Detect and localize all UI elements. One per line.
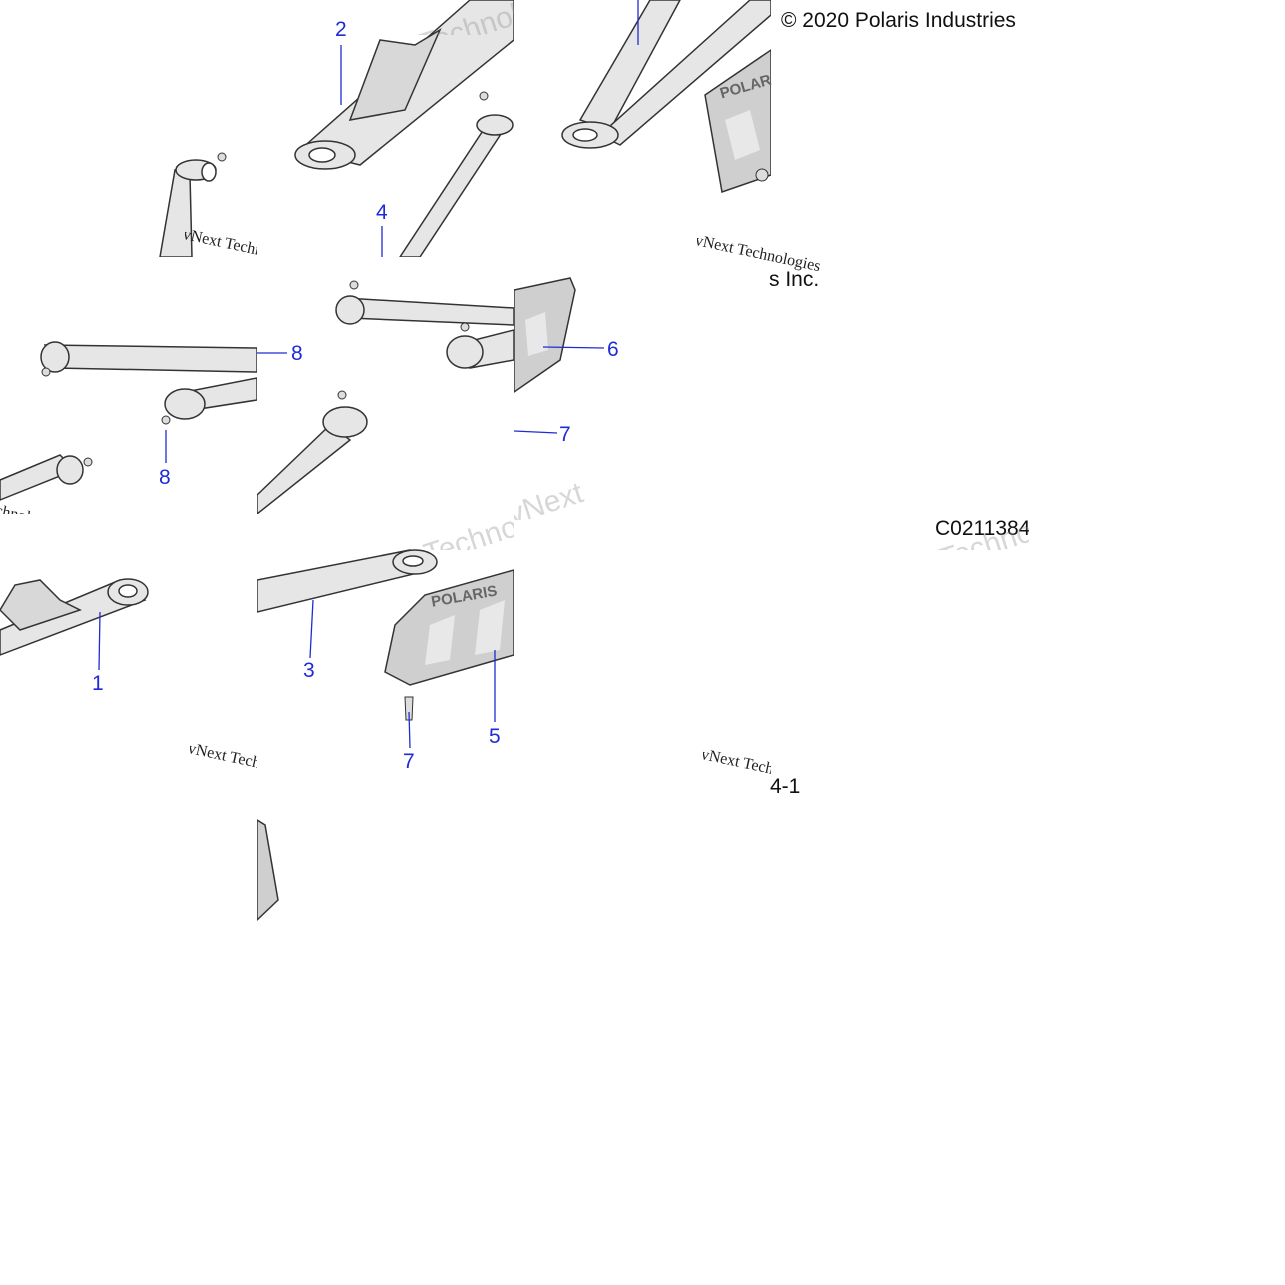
watermark-logo: vNext — [514, 476, 588, 520]
callout-3: 3 — [303, 659, 315, 682]
tube-arm-part — [159, 152, 227, 257]
watermark-logo: Technologies — [935, 505, 1029, 550]
lower-a-arm-guard-part — [257, 549, 514, 721]
watermark-script: vNext Technologies — [190, 740, 257, 770]
copyright-tail-text: s Inc. — [769, 268, 820, 291]
leader-lines — [98, 0, 639, 749]
watermark-script: vNext Technologies — [697, 232, 823, 272]
callout-7-top: 7 — [559, 423, 571, 446]
upper-a-arm-guard-part — [561, 0, 771, 193]
watermark-script: vNext Technologies — [185, 226, 257, 256]
page-fragment-text: 4-1 — [770, 775, 801, 798]
guard-fragment-part — [257, 819, 279, 922]
callout-5: 5 — [489, 725, 501, 748]
copyright-text: © 2020 Polaris Industries — [781, 9, 1016, 32]
lower-tube-part — [0, 341, 257, 501]
callout-7-bottom: 7 — [403, 750, 415, 773]
callout-6: 6 — [607, 338, 619, 361]
watermark-logo: Technologies — [420, 500, 514, 550]
callout-2: 2 — [335, 18, 347, 41]
watermark-script: vNext Technologies — [703, 746, 771, 776]
tube-tee-part — [257, 280, 514, 514]
callout-8-top: 8 — [291, 342, 303, 365]
guard-part — [514, 277, 576, 393]
upper-a-arm-part — [294, 0, 514, 257]
lower-a-arm-part — [0, 578, 149, 656]
callout-1: 1 — [92, 672, 104, 695]
watermark-script: vNext Technologies — [0, 490, 65, 514]
drawing-code: C0211384 — [935, 517, 1029, 540]
callout-8-bottom: 8 — [159, 466, 171, 489]
callout-4: 4 — [376, 201, 388, 224]
watermark-logo: Technologies — [415, 0, 514, 35]
